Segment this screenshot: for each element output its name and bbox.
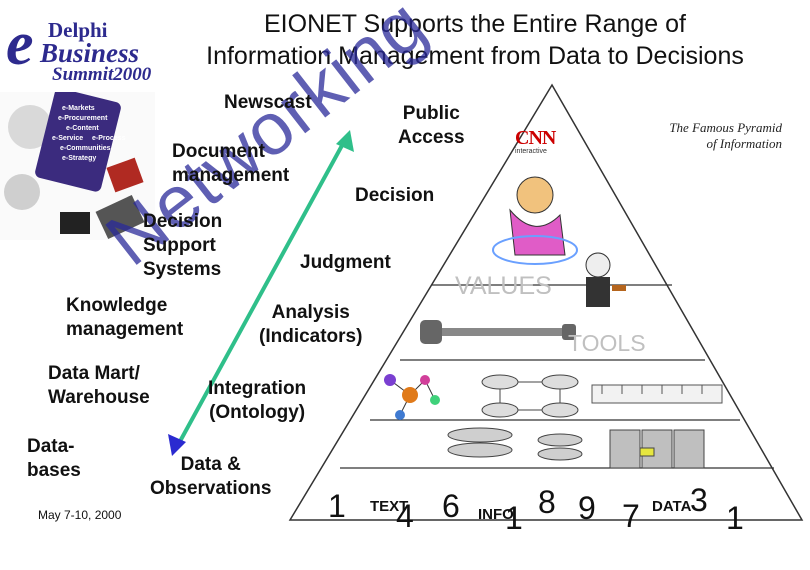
wrench-icon <box>420 320 576 344</box>
bottom-number-1c: 1 <box>726 500 744 536</box>
databases-label: Data- bases <box>27 435 81 483</box>
analysis-line-1: Analysis <box>271 302 350 323</box>
bottom-data-label: DATA <box>652 498 692 515</box>
bottom-number-6: 6 <box>442 488 460 524</box>
cnn-logo-sub: interactive <box>515 148 547 155</box>
database-network-icon <box>481 374 579 418</box>
bottom-number-1b: 1 <box>505 500 523 536</box>
bottom-number-8: 8 <box>538 484 556 520</box>
integration-label: Integration (Ontology) <box>208 377 306 425</box>
collage-item-3: e-Service <box>52 135 83 142</box>
date-label: May 7-10, 2000 <box>38 508 122 522</box>
logo-business: Business <box>40 38 140 68</box>
document-management-line-2: management <box>172 165 290 186</box>
observations-line-1: Data & <box>180 454 241 475</box>
logo-e-letter: e <box>6 10 34 78</box>
networking-arrow <box>168 130 354 456</box>
judgment-label: Judgment <box>300 252 391 273</box>
collage-item-5: e-Communities <box>60 145 111 152</box>
famous-pyramid-note: The Famous Pyramid of Information <box>669 120 782 152</box>
logo-summit: Summit2000 <box>52 64 152 85</box>
analysis-line-2: (Indicators) <box>259 326 363 347</box>
values-label: VALUES <box>455 272 552 300</box>
databases-line-2: bases <box>27 460 81 481</box>
molecule-icon <box>384 374 440 420</box>
decision-label: Decision <box>355 185 435 206</box>
title-line-1: EIONET Supports the Entire Range of <box>264 10 686 38</box>
document-management-line-1: Document <box>172 141 265 162</box>
decision-support-label: Decision Support Systems <box>143 210 222 282</box>
data-mart-line-2: Warehouse <box>48 387 150 408</box>
ebusiness-collage-image: e-Markets e-Procurement e-Content e-Serv… <box>0 92 155 240</box>
slide-title: EIONET Supports the Entire Range of Info… <box>150 8 800 72</box>
data-mart-label: Data Mart/ Warehouse <box>48 362 150 410</box>
decision-support-line-2: Support <box>143 235 216 256</box>
thinking-person-icon <box>492 176 578 265</box>
filing-cabinet-icon <box>609 429 705 469</box>
collage-item-0: e-Markets <box>62 105 95 112</box>
collage-item-1: e-Procurement <box>58 115 108 122</box>
document-management-label: Document management <box>172 140 289 188</box>
famous-pyramid-line-1: The Famous Pyramid <box>669 120 782 135</box>
decision-support-line-1: Decision <box>143 211 223 232</box>
newscast-label: Newscast <box>224 92 312 113</box>
integration-line-1: Integration <box>208 378 307 399</box>
bottom-text-label: TEXT <box>370 498 409 515</box>
tools-label: TOOLS <box>568 330 646 356</box>
observations-line-2: Observations <box>150 478 272 499</box>
integration-line-2: (Ontology) <box>209 402 306 423</box>
arrow-down-head <box>168 434 186 456</box>
data-mart-line-1: Data Mart/ <box>48 363 140 384</box>
observations-label: Data & Observations <box>150 453 271 501</box>
knowledge-management-line-1: Knowledge <box>66 295 168 316</box>
knowledge-management-line-2: management <box>66 319 184 340</box>
public-access-line-1: Public <box>402 103 460 124</box>
collage-item-4: e-Process <box>92 135 126 142</box>
judge-icon <box>585 252 626 307</box>
pyramid-outline <box>288 83 804 521</box>
cnn-logo-text: CNN <box>515 127 556 149</box>
information-pyramid <box>288 83 804 521</box>
analysis-label: Analysis (Indicators) <box>259 301 362 349</box>
disk-stack-icon <box>447 427 583 461</box>
public-access-line-2: Access <box>398 127 465 148</box>
public-access-label: Public Access <box>398 102 465 150</box>
collage-item-2: e-Content <box>66 125 99 132</box>
bottom-number-3: 3 <box>690 482 708 518</box>
bottom-number-1: 1 <box>328 488 346 524</box>
collage-item-6: e-Strategy <box>62 155 96 162</box>
databases-line-1: Data- <box>27 436 75 457</box>
bottom-number-4: 4 <box>396 498 414 534</box>
bottom-number-9: 9 <box>578 490 596 526</box>
bottom-info-label: INFO <box>478 506 514 523</box>
bottom-number-7: 7 <box>622 498 640 534</box>
title-line-2: Information Management from Data to Deci… <box>206 42 744 70</box>
arrow-up-head <box>336 130 354 152</box>
famous-pyramid-line-2: of Information <box>706 136 782 151</box>
logo-delphi: Delphi <box>48 18 108 42</box>
cnn-logo: CNN interactive <box>515 128 577 160</box>
ebusiness-summit-logo: e Delphi Business Summit2000 <box>4 10 154 85</box>
ruler-icon <box>591 384 723 404</box>
knowledge-management-label: Knowledge management <box>66 294 183 342</box>
decision-support-line-3: Systems <box>143 259 222 280</box>
